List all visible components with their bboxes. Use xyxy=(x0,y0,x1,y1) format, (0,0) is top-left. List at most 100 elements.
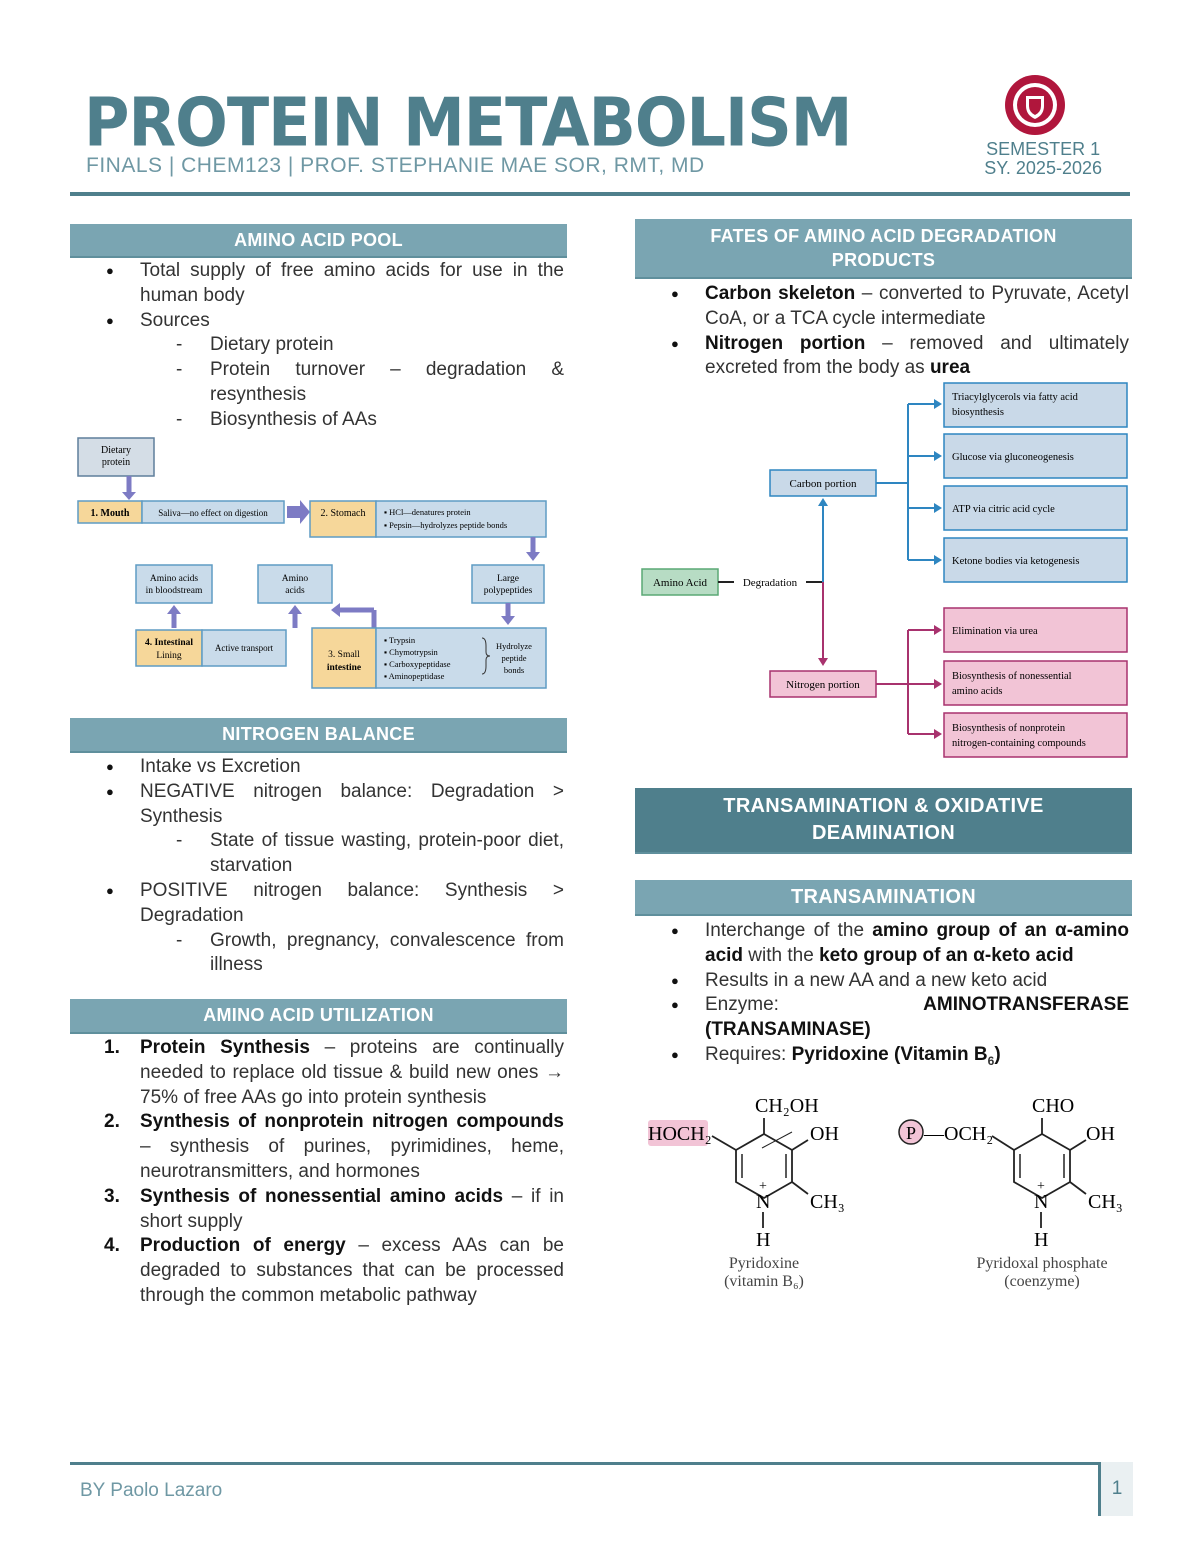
fate-label: nitrogen-containing compounds xyxy=(952,738,1086,749)
item-number: 4. xyxy=(104,1235,120,1257)
fate-box-triacylglycerols xyxy=(943,382,1128,428)
item-term: Protein Synthesis xyxy=(140,1037,310,1058)
text: with the xyxy=(743,944,820,966)
dietary-protein-box xyxy=(77,437,155,477)
term: keto group of an α-keto acid xyxy=(819,944,1074,966)
flow-arrowhead xyxy=(167,605,181,614)
section-heading-transamination: TRANSAMINATION xyxy=(635,880,1132,914)
utilization-content: 1.Protein Synthesis – proteins are conti… xyxy=(70,1036,564,1309)
semester-label: SEMESTER 1 xyxy=(986,139,1101,159)
fate-label: Ketone bodies via ketogenesis xyxy=(952,556,1079,567)
item-number: 1. xyxy=(104,1037,120,1058)
ch3-label: CH₃ xyxy=(1088,1191,1123,1213)
item-term: Synthesis of nonprotein nitrogen compoun… xyxy=(140,1111,564,1133)
section-underline xyxy=(70,1032,567,1034)
phosphate-circle xyxy=(898,1119,924,1145)
och2-label: —OCH₂ xyxy=(923,1123,993,1145)
amino-acid-box xyxy=(641,568,719,596)
list-item: Nitrogen portion – removed and ultimatel… xyxy=(635,332,1129,382)
item-text: – synthesis of purines, pyrimidines, hem… xyxy=(140,1136,564,1182)
hydrogen-atom: H xyxy=(756,1229,770,1251)
section-underline xyxy=(70,751,567,753)
nitrogen-portion-box xyxy=(769,670,877,698)
protein-label: protein xyxy=(102,457,130,468)
section-underline xyxy=(635,852,1132,854)
section-underline xyxy=(70,256,567,258)
fate-box-nonessential xyxy=(943,660,1128,706)
section-heading-nitrogen-balance: NITROGEN BALANCE xyxy=(70,718,567,751)
saliva-label: Saliva—no effect on digestion xyxy=(158,508,268,518)
list-item: 2.Synthesis of nonprotein nitrogen compo… xyxy=(70,1110,564,1184)
enzyme-item: ▪ Carboxypeptidase xyxy=(384,659,451,669)
list-item-label: Sources xyxy=(140,309,210,331)
active-transport-box xyxy=(201,629,287,667)
nitrogen-portion-label: Nitrogen portion xyxy=(786,679,860,691)
list-item: Interchange of the amino group of an α-a… xyxy=(635,919,1129,969)
term: AMINOTRANSFERASE (TRANSAMINASE) xyxy=(705,994,1129,1041)
transamination-content: Interchange of the amino group of an α-a… xyxy=(635,919,1129,1074)
hydrogen-atom: H xyxy=(1034,1229,1048,1251)
amino-acids-box xyxy=(257,564,333,604)
item-term: Production of energy xyxy=(140,1235,346,1257)
amino-acid-pool-content: Total supply of free amino acids for use… xyxy=(70,259,564,433)
oh-label: OH xyxy=(810,1123,839,1145)
term: Carbon skeleton xyxy=(705,283,856,304)
school-year-label: SY. 2025-2026 xyxy=(984,158,1102,178)
bracket xyxy=(481,637,491,675)
stomach-label: 2. Stomach xyxy=(321,508,366,519)
mouth-label: 1. Mouth xyxy=(91,508,130,519)
section-heading-transamination-oxidative: TRANSAMINATION & OXIDATIVE DEAMINATION xyxy=(635,788,1132,852)
peptide-label: peptide xyxy=(501,653,526,663)
oh-label: OH xyxy=(1086,1123,1115,1145)
bloodstream-label: in bloodstream xyxy=(146,586,203,596)
nitrogen-branch-arrows xyxy=(908,625,942,739)
amino-label: Amino xyxy=(282,574,309,584)
flow-arrowhead xyxy=(122,492,136,500)
sub-list-item: Growth, pregnancy, convalescence from il… xyxy=(140,929,564,979)
fate-label: Glucose via gluconeogenesis xyxy=(952,452,1074,463)
nitrogen-atom: N xyxy=(1034,1191,1048,1213)
ch2oh-label: CH₂OH xyxy=(755,1095,819,1117)
semester-info: SEMESTER 1 SY. 2025-2026 xyxy=(984,140,1102,178)
list-item: Carbon skeleton – converted to Pyruvate,… xyxy=(635,282,1129,332)
pyridoxal-phosphate-structure: P —OCH₂ CHO OH N + CH₃ H Pyridoxal phosp… xyxy=(898,1095,1123,1290)
section-heading-amino-acid-pool: AMINO ACID POOL xyxy=(70,224,567,256)
charge: + xyxy=(759,1179,767,1194)
hydrolyze-label: Hydrolyze xyxy=(496,641,532,651)
fates-content: Carbon skeleton – converted to Pyruvate,… xyxy=(635,282,1129,381)
list-item: Intake vs Excretion xyxy=(70,755,564,780)
fate-label: Elimination via urea xyxy=(952,626,1038,637)
enzyme-item: ▪ Trypsin xyxy=(384,635,416,645)
highlight xyxy=(648,1120,708,1146)
arrowhead xyxy=(818,498,828,506)
sub-list-item: Biosynthesis of AAs xyxy=(140,408,564,433)
fate-label: Biosynthesis of nonprotein xyxy=(952,723,1066,734)
fate-label: Triacylglycerols via fatty acid xyxy=(952,392,1079,403)
large-polypeptides-box xyxy=(471,564,545,604)
text: Enzyme: xyxy=(705,994,924,1016)
item-term: Synthesis of nonessential amino acids xyxy=(140,1185,504,1207)
intestinal-label: 4. Intestinal xyxy=(145,638,193,648)
nitrogen-atom: N xyxy=(756,1191,770,1213)
item-number: 3. xyxy=(104,1185,120,1207)
list-item: 3.Synthesis of nonessential amino acids … xyxy=(70,1185,564,1235)
fate-box-urea xyxy=(943,607,1128,653)
heading-line: PRODUCTS xyxy=(831,250,936,270)
list-item-label: NEGATIVE nitrogen balance: Degradation >… xyxy=(140,780,564,827)
heading-line: FATES OF AMINO ACID DEGRADATION xyxy=(710,226,1057,246)
course-subtitle: FINALS | CHEM123 | PROF. STEPHANIE MAE S… xyxy=(86,154,705,177)
list-item-label: POSITIVE nitrogen balance: Synthesis > D… xyxy=(140,879,564,926)
cho-label: CHO xyxy=(1032,1095,1074,1117)
active-transport-label: Active transport xyxy=(215,643,274,653)
list-item: 4.Production of energy – excess AAs can … xyxy=(70,1234,564,1308)
fate-box-ketone xyxy=(943,537,1128,583)
text: – converted to Pyruvate, Acetyl CoA, or … xyxy=(705,283,1129,329)
sub-list-item: Dietary protein xyxy=(140,333,564,358)
list-item: 1.Protein Synthesis – proteins are conti… xyxy=(70,1036,564,1110)
sub-list-item: State of tissue wasting, protein-poor di… xyxy=(140,829,564,879)
heading-line: TRANSAMINATION & OXIDATIVE xyxy=(723,795,1044,817)
term: amino group of an α-amino acid xyxy=(705,920,1129,966)
flow-arrowhead xyxy=(288,605,302,614)
school-crest-icon xyxy=(1005,75,1065,135)
pyridoxine-note: (vitamin B₆) xyxy=(724,1273,804,1290)
